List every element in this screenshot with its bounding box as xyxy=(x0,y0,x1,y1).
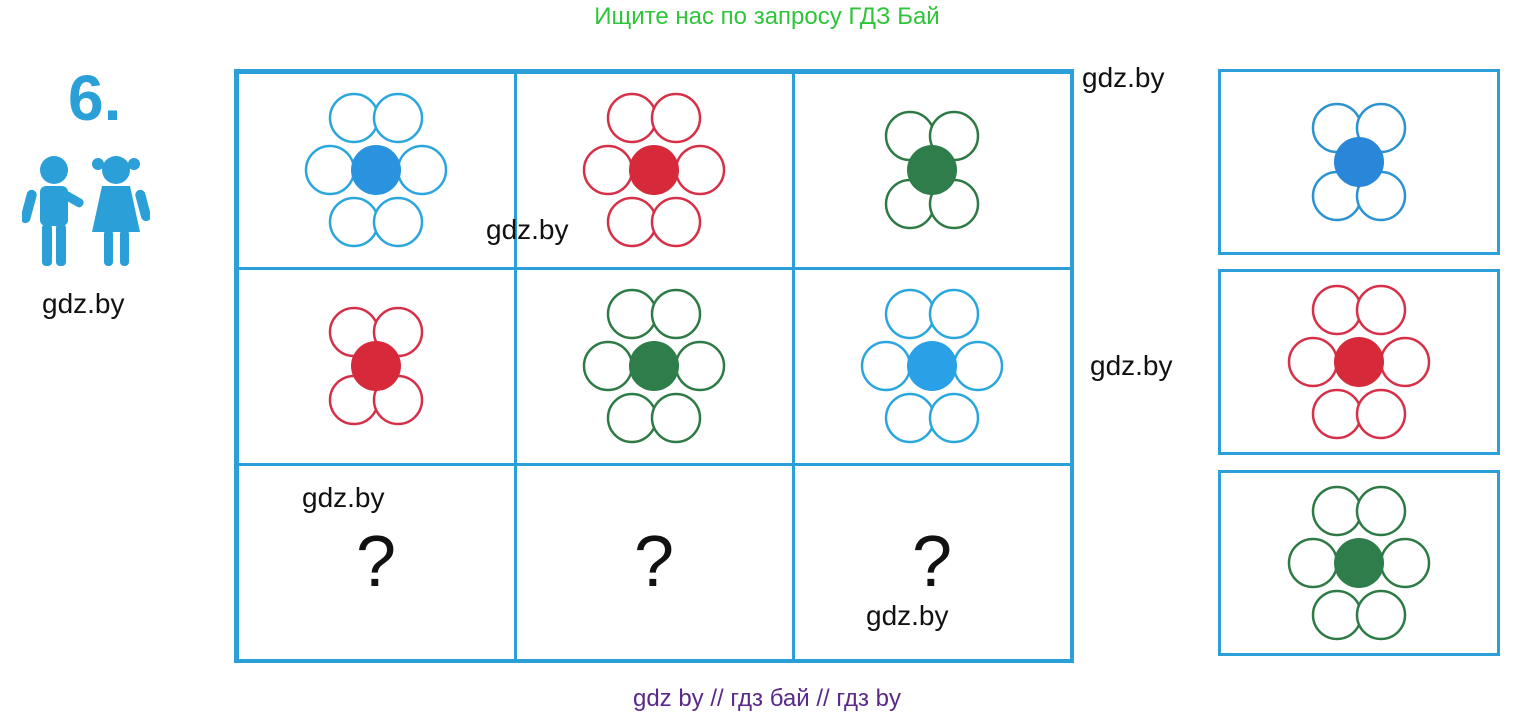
answer-option-1[interactable] xyxy=(1218,69,1500,255)
petal xyxy=(650,288,702,340)
petal xyxy=(674,340,726,392)
grid-cell-r2-c2 xyxy=(513,266,795,466)
watermark: gdz.by xyxy=(866,600,949,631)
flower-center xyxy=(907,341,957,391)
flower-center xyxy=(1334,337,1384,387)
puzzle-grid: ??? xyxy=(234,69,1074,663)
flower-center xyxy=(1334,538,1384,588)
petal xyxy=(372,92,424,144)
grid-cell-r1-c2 xyxy=(513,70,795,270)
petal xyxy=(860,340,912,392)
footer-watermark: gdz by // гдз бай // гдз by xyxy=(632,685,902,712)
petal xyxy=(582,340,634,392)
six-petal-flower-icon xyxy=(582,288,726,444)
four-petal-flower-icon xyxy=(328,306,424,426)
petal xyxy=(328,92,380,144)
petal xyxy=(1355,485,1407,537)
petal xyxy=(1287,537,1339,589)
children-icon xyxy=(22,156,150,266)
flower-center xyxy=(629,341,679,391)
petal xyxy=(582,144,634,196)
petal xyxy=(1287,336,1339,388)
petal xyxy=(606,196,658,248)
grid-cell-r3-c3[interactable]: ? xyxy=(791,462,1073,662)
flower-center xyxy=(907,145,957,195)
grid-cell-r1-c1 xyxy=(235,70,517,270)
petal xyxy=(674,144,726,196)
petal xyxy=(1379,537,1431,589)
petal xyxy=(606,92,658,144)
answer-option-3[interactable] xyxy=(1218,470,1500,656)
petal xyxy=(1311,284,1363,336)
petal xyxy=(606,392,658,444)
six-petal-flower-icon xyxy=(582,92,726,248)
answer-option-2[interactable] xyxy=(1218,269,1500,455)
petal xyxy=(606,288,658,340)
petal xyxy=(304,144,356,196)
grid-cell-r2-c1 xyxy=(235,266,517,466)
petal xyxy=(884,392,936,444)
four-petal-flower-icon xyxy=(1311,102,1407,222)
task-number: 6. xyxy=(68,62,122,134)
petal xyxy=(1311,485,1363,537)
petal xyxy=(650,92,702,144)
four-petal-flower-icon xyxy=(884,110,980,230)
petal xyxy=(328,196,380,248)
petal xyxy=(396,144,448,196)
petal xyxy=(1311,589,1363,641)
petal xyxy=(1355,589,1407,641)
grid-cell-r1-c3 xyxy=(791,70,1073,270)
top-banner: Ищите нас по запросу ГДЗ Бай xyxy=(594,3,940,30)
flower-center xyxy=(1334,137,1384,187)
flower-center xyxy=(351,145,401,195)
petal xyxy=(372,196,424,248)
grid-cell-r3-c2[interactable]: ? xyxy=(513,462,795,662)
six-petal-flower-icon xyxy=(860,288,1004,444)
watermark: gdz.by xyxy=(1090,350,1173,381)
six-petal-flower-icon xyxy=(1287,284,1431,440)
petal xyxy=(1355,388,1407,440)
petal xyxy=(928,288,980,340)
petal xyxy=(928,392,980,444)
grid-cell-r2-c3 xyxy=(791,266,1073,466)
watermark: gdz.by xyxy=(42,288,125,319)
petal xyxy=(884,288,936,340)
flower-center xyxy=(351,341,401,391)
petal xyxy=(650,392,702,444)
petal xyxy=(952,340,1004,392)
question-mark: ? xyxy=(633,522,675,602)
petal xyxy=(1379,336,1431,388)
watermark: gdz.by xyxy=(302,482,385,513)
petal xyxy=(1355,284,1407,336)
flower-center xyxy=(629,145,679,195)
question-mark: ? xyxy=(355,522,397,602)
question-mark: ? xyxy=(911,522,953,602)
six-petal-flower-icon xyxy=(304,92,448,248)
six-petal-flower-icon xyxy=(1287,485,1431,641)
watermark: gdz.by xyxy=(486,214,569,245)
watermark: gdz.by xyxy=(1082,62,1165,93)
petal xyxy=(650,196,702,248)
petal xyxy=(1311,388,1363,440)
